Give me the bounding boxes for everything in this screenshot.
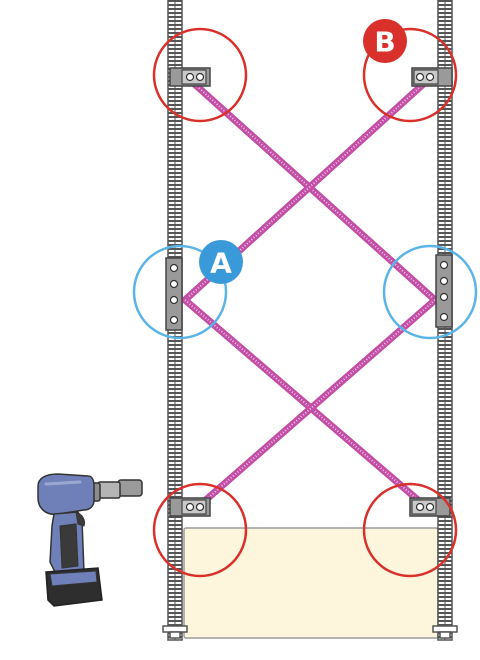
bracket-middle-right [435, 254, 453, 328]
label-marker-a: A [199, 240, 243, 284]
mounting-bracket-icon [165, 67, 453, 517]
bracket-middle-left [165, 257, 183, 331]
highlight-circles-b [152, 27, 458, 578]
circle-a-middle-left [132, 244, 228, 340]
label-a-text: A [210, 247, 232, 280]
highlight-circles-a [132, 244, 478, 340]
cross-brace-icon [181, 74, 439, 516]
base-block [183, 527, 439, 639]
circle-b-top-left [152, 27, 248, 123]
label-marker-b: B [363, 19, 407, 63]
circle-a-middle-right [382, 244, 478, 340]
label-b-text: B [374, 26, 395, 59]
circle-b-top-right [362, 27, 458, 123]
circle-b-bottom-left [152, 482, 248, 578]
bracket-bottom-left [169, 497, 211, 517]
circle-b-bottom-right [362, 482, 458, 578]
bracket-top-right [411, 67, 453, 87]
brace-lower-2 [188, 296, 439, 516]
bracket-top-left [169, 67, 211, 87]
impact-drill-icon [37, 473, 143, 607]
